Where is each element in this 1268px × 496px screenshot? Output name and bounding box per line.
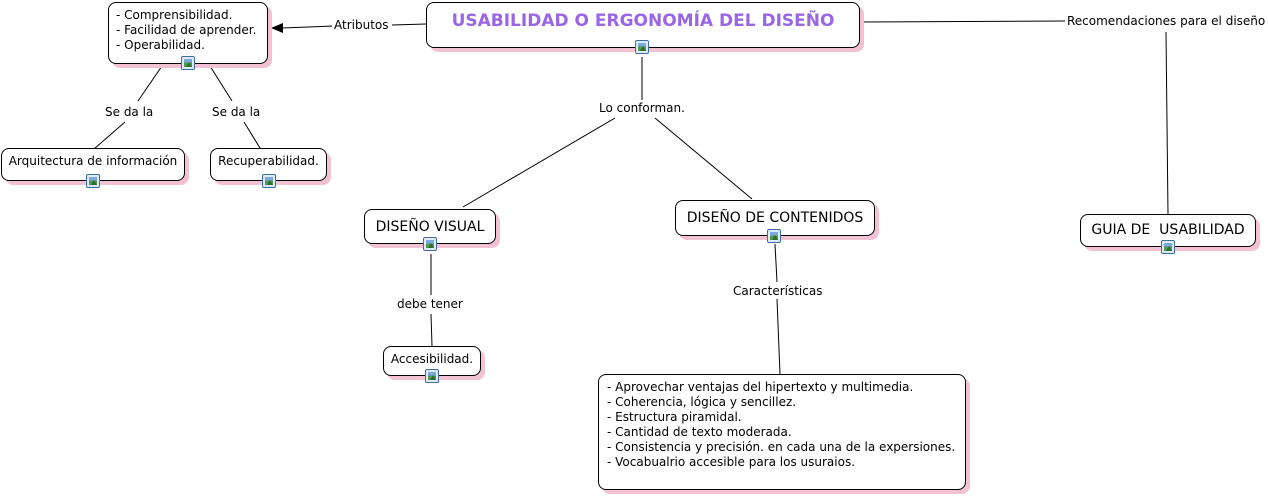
characteristics-list: - Aprovechar ventajas del hipertexto y m… [607,380,956,469]
image-icon[interactable] [635,40,649,54]
link-label-caracteristicas: Características [731,284,825,298]
line-attributes-seda2 [209,65,233,102]
image-icon[interactable] [262,174,276,188]
image-icon[interactable] [425,369,439,383]
line-atributos-attributes [281,25,335,29]
node-architecture[interactable]: Arquitectura de información [1,148,185,188]
architecture-label: Arquitectura de información [8,154,178,168]
attributes-list: - Comprensibilidad. - Facilidad de apren… [116,8,257,52]
node-recoverability[interactable]: Recuperabilidad. [210,148,327,188]
line-content-caracteristicas [774,243,778,283]
link-label-conforman: Lo conforman. [597,101,687,115]
node-accessibility[interactable]: Accesibilidad. [383,346,481,383]
arrowhead-attributes [271,23,283,33]
line-recomendaciones-guide [1165,31,1169,216]
line-seda1-architecture [93,121,126,150]
image-icon[interactable] [423,237,437,251]
line-caracteristicas-list [776,298,781,375]
link-label-recomendaciones: Recomendaciones para el diseño [1065,14,1268,28]
guide-label: GUIA DE USABILIDAD [1091,222,1245,238]
node-characteristics[interactable]: - Aprovechar ventajas del hipertexto y m… [598,374,966,490]
line-main-atributos [391,23,427,26]
node-content-design[interactable]: DISEÑO DE CONTENIDOS [675,200,875,243]
node-attributes[interactable]: - Comprensibilidad. - Facilidad de apren… [108,2,268,70]
main-title: USABILIDAD O ERGONOMÍA DEL DISEÑO [451,11,835,31]
image-icon[interactable] [86,174,100,188]
line-debetener-accessibility [430,313,433,347]
image-icon[interactable] [181,56,195,70]
line-seda2-recoverability [243,121,261,149]
recoverability-label: Recuperabilidad. [218,154,319,168]
node-main[interactable]: USABILIDAD O ERGONOMÍA DEL DISEÑO [426,2,860,54]
image-icon[interactable] [767,229,781,243]
line-main-recomendaciones [857,20,1067,23]
visual-design-label: DISEÑO VISUAL [375,219,485,235]
line-conforman-visual [462,117,616,208]
node-guide[interactable]: GUIA DE USABILIDAD [1080,214,1256,254]
accessibility-label: Accesibilidad. [390,352,474,366]
link-label-debe-tener: debe tener [395,297,465,311]
node-visual-design[interactable]: DISEÑO VISUAL [364,209,496,251]
link-label-se-da-la-1: Se da la [103,105,156,119]
content-design-label: DISEÑO DE CONTENIDOS [686,210,864,226]
link-label-atributos: Atributos [332,18,391,32]
line-attributes-seda1 [137,65,163,102]
line-conforman-content [654,117,753,200]
link-label-se-da-la-2: Se da la [210,105,263,119]
image-icon[interactable] [1161,240,1175,254]
